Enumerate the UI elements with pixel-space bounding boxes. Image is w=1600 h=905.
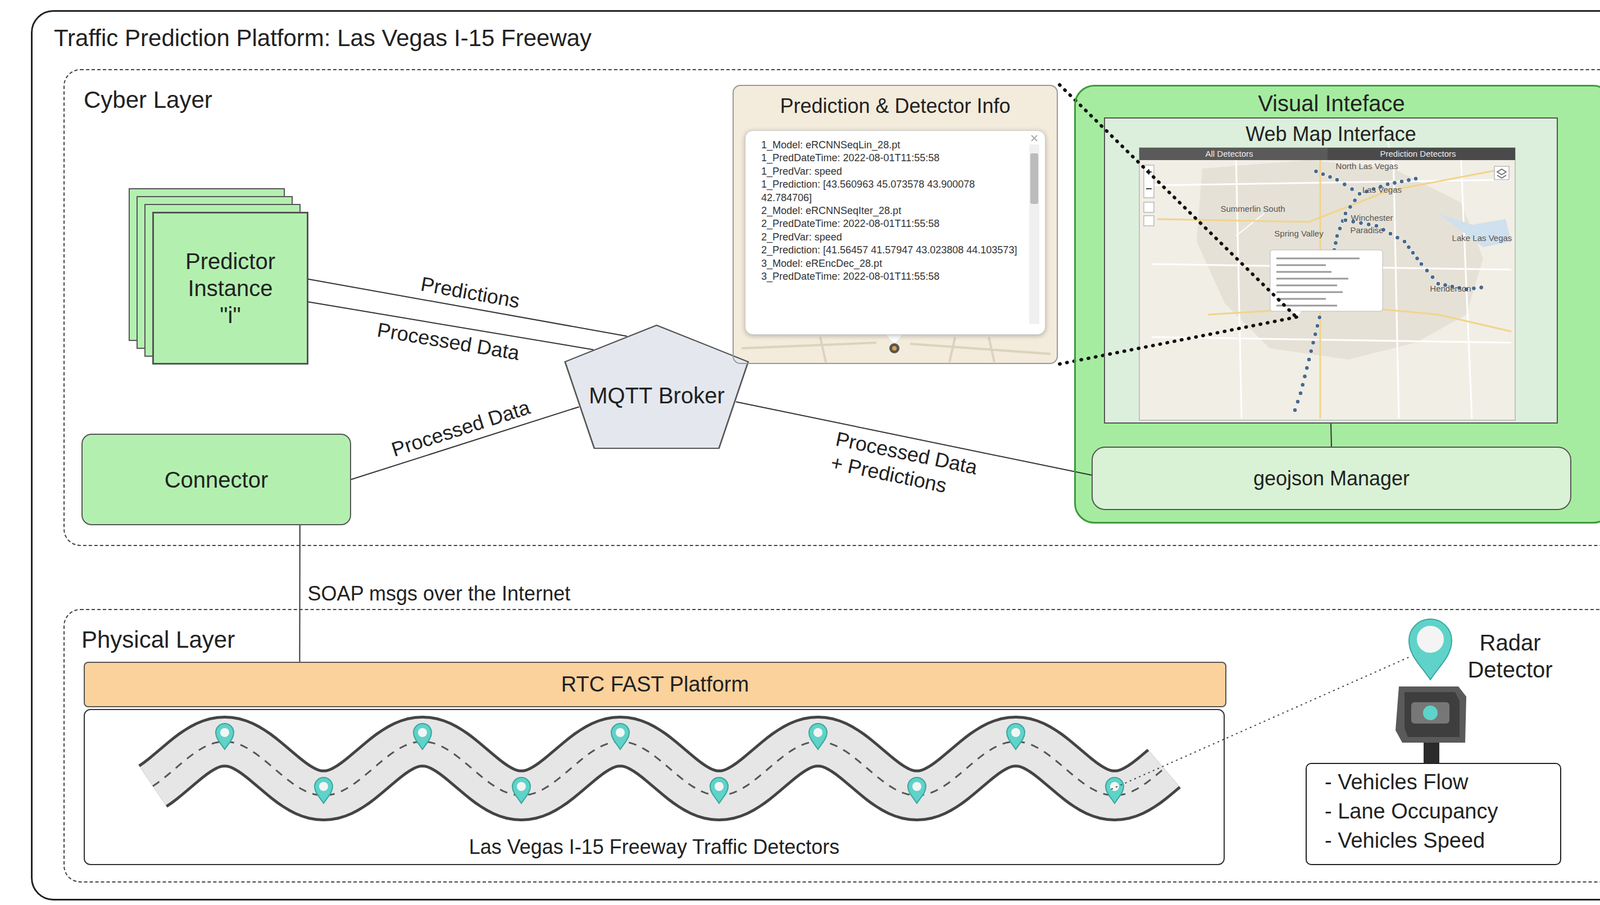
detector-pin bbox=[907, 777, 926, 804]
popup-line: 3_PredDateTime: 2022-08-01T11:55:58 bbox=[761, 270, 1023, 284]
info-panel-fill bbox=[732, 84, 1058, 365]
broker-pentagon: MQTT Broker bbox=[563, 324, 750, 450]
popup-line: 1_Prediction: [43.560963 45.073578 43.90… bbox=[761, 178, 1023, 205]
info-panel: Prediction & Detector Info 1_Model: eRCNN… bbox=[732, 84, 1058, 365]
process-box: geojson Manager bbox=[1091, 446, 1572, 511]
edge-label: Processed Data bbox=[375, 317, 522, 366]
map-place-label: Lake Las Vegas bbox=[1452, 233, 1513, 244]
map-place-label: Spring Valley bbox=[1274, 229, 1324, 239]
scrollbar-thumb bbox=[1030, 153, 1039, 204]
detector-pin bbox=[512, 777, 531, 804]
detector-pin bbox=[1006, 723, 1025, 750]
popup-text-holder: 1_Model: eRCNNSeqLin_28.pt1_PredDateTime… bbox=[745, 130, 1023, 284]
popup-window: 1_Model: eRCNNSeqLin_28.pt1_PredDateTime… bbox=[744, 130, 1046, 335]
connector-line bbox=[351, 406, 580, 480]
text-holder: Connector bbox=[82, 434, 350, 525]
map-place-label: Prediction Detectors bbox=[1379, 149, 1456, 159]
edge-label: Processed Data + Predictions bbox=[828, 426, 989, 506]
detector-pin bbox=[413, 723, 432, 750]
close-button bbox=[1030, 134, 1039, 143]
text-holder: RTC FAST Platform bbox=[84, 662, 1226, 707]
visual-interface-fill bbox=[1074, 84, 1600, 524]
popup-line: 1_PredDateTime: 2022-08-01T11:55:58 bbox=[761, 151, 1023, 165]
popup-line: 3_Model: eREncDec_28.pt bbox=[761, 257, 1023, 271]
interface-region: Visual IntefaceWeb Map Interface geojson … bbox=[1074, 84, 1600, 524]
node-label: Predictor Instance "i" bbox=[179, 247, 281, 329]
detector-pin bbox=[215, 723, 234, 750]
detector-pin-dot bbox=[912, 782, 922, 792]
region-heading: Radar Detector bbox=[1448, 629, 1572, 684]
popup-line: 1_Model: eRCNNSeqLin_28.pt bbox=[761, 138, 1023, 152]
map-place-label: North Las Vegas bbox=[1335, 161, 1399, 172]
connector-line bbox=[307, 301, 594, 350]
measure-list-box: Radar Detector- Vehicles Flow- Lane Occu… bbox=[1305, 762, 1562, 866]
region-heading: Traffic Prediction Platform: Las Vegas I… bbox=[53, 24, 592, 53]
radar-detector-icon bbox=[1395, 619, 1467, 763]
region-heading: Visual Inteface bbox=[1219, 89, 1444, 117]
list-item: - Vehicles Flow bbox=[1324, 769, 1469, 796]
detector-pin-dot bbox=[417, 728, 427, 738]
popup-line: 2_PredDateTime: 2022-08-01T11:55:58 bbox=[761, 217, 1023, 231]
connector-line bbox=[307, 279, 627, 337]
platform-frame: Traffic Prediction Platform: Las Vegas I… bbox=[30, 10, 1600, 901]
region-heading: Las Vegas I-15 Freeway Traffic Detectors bbox=[84, 834, 1224, 859]
region-heading: Prediction & Detector Info bbox=[733, 93, 1057, 118]
detector-pin bbox=[1105, 777, 1124, 804]
edge-label: Processed Data bbox=[388, 394, 533, 462]
detector-pin-dot bbox=[1011, 728, 1021, 738]
region-heading: Physical Layer bbox=[81, 625, 235, 654]
popup-line: 2_PredVar: speed bbox=[761, 230, 1023, 244]
layer-region: Cyber LayerPredictor Instance "i" Connect… bbox=[63, 69, 1600, 547]
detector-pin-dot bbox=[319, 782, 329, 792]
process-box: Predictor Instance "i" bbox=[152, 212, 308, 365]
web-map bbox=[1139, 140, 1516, 421]
freeway-road bbox=[152, 723, 1165, 804]
node-label: MQTT Broker bbox=[588, 382, 725, 409]
map-place-label: Las Vegas bbox=[1362, 185, 1402, 195]
web-map-fill bbox=[1103, 117, 1558, 424]
detector-pin-dot bbox=[220, 728, 230, 738]
text-holder: MQTT Broker bbox=[563, 324, 750, 450]
detector-pin bbox=[808, 723, 827, 750]
list-item: - Vehicles Speed bbox=[1324, 828, 1485, 854]
layer-region: Physical LayerRTC FAST PlatformLas Vegas… bbox=[63, 608, 1600, 883]
popup-tail bbox=[885, 333, 904, 344]
region-heading: Cyber Layer bbox=[83, 85, 213, 115]
popup-line: 2_Prediction: [41.56457 41.57947 43.0238… bbox=[761, 243, 1023, 257]
platform-band: RTC FAST Platform bbox=[83, 661, 1227, 708]
web-map-frame: Web Map Interface bbox=[1103, 117, 1558, 424]
map-place-label: Paradise bbox=[1350, 225, 1384, 236]
node-label: geojson Manager bbox=[1253, 466, 1410, 491]
text-holder: geojson Manager bbox=[1092, 447, 1571, 509]
map-place-label: Summerlin South bbox=[1220, 204, 1285, 215]
detector-pin-dot bbox=[714, 782, 724, 792]
map-place-label: Winchester bbox=[1350, 213, 1393, 224]
map-place-label: Henderson bbox=[1429, 284, 1471, 294]
process-box: Connector bbox=[81, 433, 352, 526]
detector-pin-dot bbox=[516, 782, 526, 792]
popup-line: 1_PredVar: speed bbox=[761, 165, 1023, 179]
detector-pin bbox=[611, 723, 630, 750]
detector-pin-dot bbox=[615, 728, 625, 738]
map-pin bbox=[889, 343, 900, 354]
connector-line bbox=[1330, 423, 1332, 447]
map-place-label: All Detectors bbox=[1205, 149, 1253, 159]
predictor-stack bbox=[129, 188, 308, 365]
detector-pin bbox=[314, 777, 333, 804]
road-panel: Las Vegas I-15 Freeway Traffic Detectors bbox=[83, 708, 1225, 866]
region-heading: Web Map Interface bbox=[1105, 121, 1557, 147]
node-label: RTC FAST Platform bbox=[561, 671, 749, 698]
connector-line bbox=[735, 401, 1092, 476]
detector-pin bbox=[710, 777, 729, 804]
edge-label: Predictions bbox=[418, 271, 522, 314]
list-item: - Lane Occupancy bbox=[1324, 798, 1498, 825]
popup-line: 2_Model: eRCNNSeqIter_28.pt bbox=[761, 204, 1023, 218]
text-holder: Predictor Instance "i" bbox=[153, 213, 307, 363]
detector-pin-dot bbox=[813, 728, 823, 738]
node-label: Connector bbox=[164, 466, 269, 494]
edge-label: SOAP msgs over the Internet bbox=[307, 581, 571, 606]
